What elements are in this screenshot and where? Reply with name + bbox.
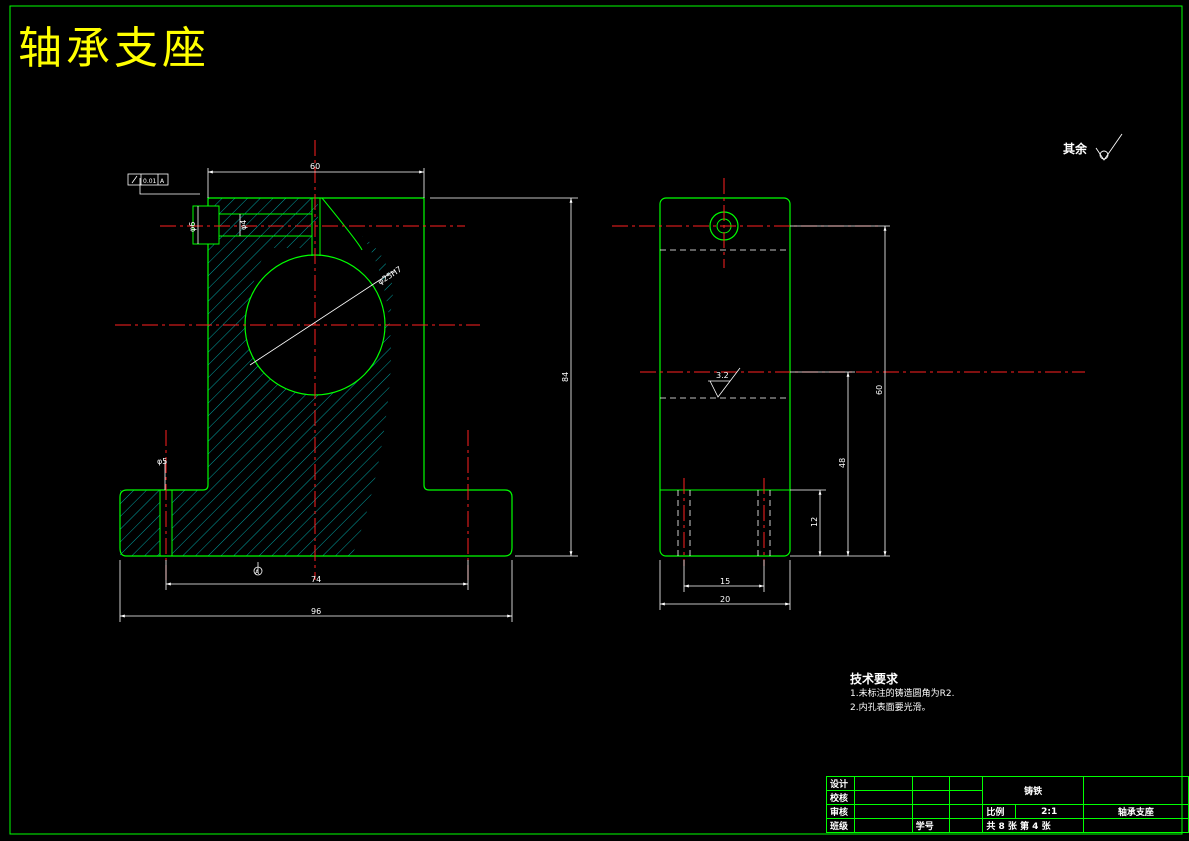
technical-requirements: 技术要求 1.未标注的铸造圆角为R2. 2.内孔表面要光滑。 [850, 670, 954, 715]
roughness-symbol [1095, 133, 1123, 161]
front-outline [119, 197, 513, 557]
tb-part-name: 轴承支座 [1082, 804, 1189, 819]
dim-d6: φ6 [188, 222, 197, 232]
dim-side-mid: 48 [838, 458, 847, 468]
dim-side-width: 20 [720, 595, 730, 604]
tb-material: 铸铁 [982, 776, 1084, 805]
dim-side-height: 60 [875, 385, 884, 395]
front-view: 60 φ25H7 84 74 96 φ6 φ4 φ5 0.01 A A [115, 140, 578, 622]
tech-heading: 技术要求 [850, 672, 899, 686]
tb-design: 设计 [825, 776, 856, 791]
sheet-border [9, 5, 1183, 835]
dim-height-total: 84 [561, 372, 570, 382]
dim-width-top: 60 [310, 162, 320, 171]
side-outline [659, 197, 791, 557]
tb-student-no: 学号 [911, 818, 950, 833]
dim-d5: φ5 [157, 457, 167, 466]
tb-scale: 2:1 [1014, 804, 1084, 819]
tolerance-value: 0.01 [143, 178, 157, 185]
dim-base-hole-span: 74 [311, 575, 321, 584]
dim-base-width: 96 [311, 607, 321, 616]
tb-review: 审核 [825, 804, 856, 819]
roughness-value: 3.2 [716, 371, 729, 380]
tech-line-2: 2.内孔表面要光滑。 [850, 703, 931, 713]
tb-check: 校核 [825, 790, 856, 805]
dim-d4: φ4 [239, 220, 248, 230]
datum-label: A [255, 569, 260, 576]
tb-scale-label: 比例 [982, 804, 1016, 819]
dim-side-slot: 15 [720, 577, 730, 586]
front-centerlines [115, 140, 480, 580]
datum-label-frame: A [160, 178, 165, 185]
tb-class: 班级 [825, 818, 856, 833]
roughness-note: 其余 [1063, 142, 1088, 156]
tech-line-1: 1.未标注的铸造圆角为R2. [850, 689, 955, 699]
front-section-hatch [120, 198, 393, 556]
drawing-title: 轴承支座 [18, 23, 210, 74]
side-view: 3.2 12 48 60 15 20 [612, 178, 1085, 610]
title-block: 设计 铸铁 校核 审核 比例 2:1 轴承支座 班级 学号 共 8 张 第 4 … [825, 776, 1189, 833]
tb-sheets: 共 8 张 第 4 张 [982, 818, 1084, 833]
dim-side-base: 12 [810, 517, 819, 527]
